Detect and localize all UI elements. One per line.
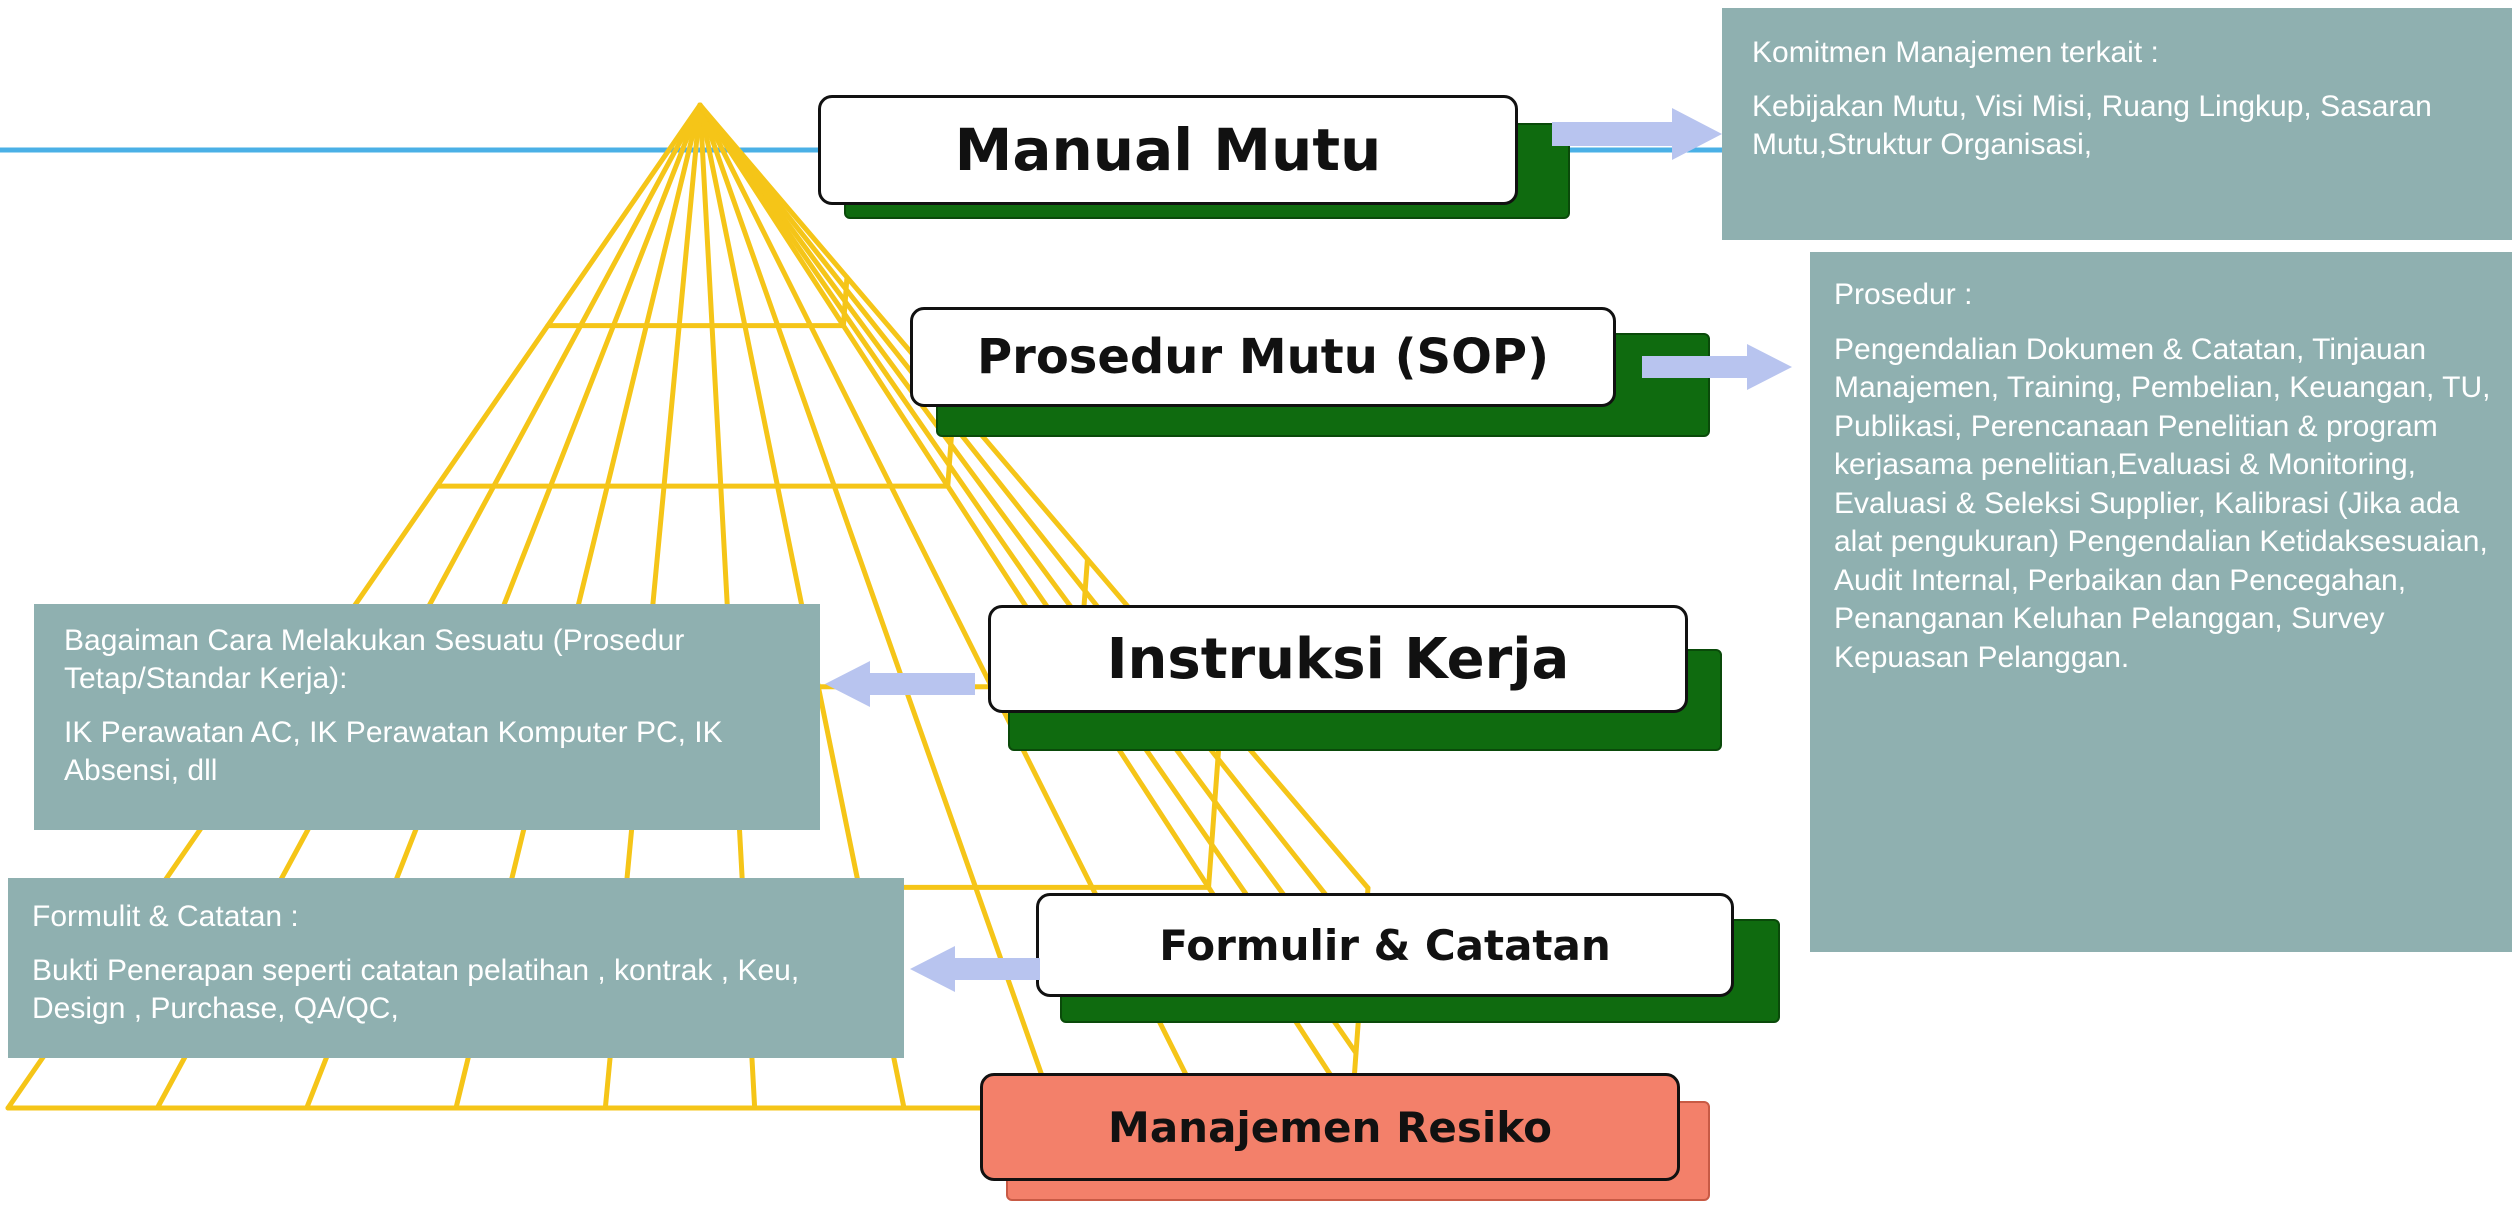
note-prosedur: Prosedur : Pengendalian Dokumen & Catata… (1810, 252, 2512, 952)
note-body: Kebijakan Mutu, Visi Misi, Ruang Lingkup… (1752, 90, 2432, 161)
arrow-right-icon (1552, 108, 1722, 160)
note-manual-mutu: Komitmen Manajemen terkait : Kebijakan M… (1722, 8, 2512, 240)
note-heading: Prosedur : (1834, 278, 1973, 311)
arrow-left-icon (910, 946, 1040, 992)
level-label-manajemen-resiko: Manajemen Resiko (980, 1073, 1680, 1181)
arrow-right-icon (1642, 344, 1792, 390)
note-heading: Formulit & Catatan : (32, 900, 299, 933)
note-instruksi-kerja: Bagaiman Cara Melakukan Sesuatu (Prosedu… (34, 604, 820, 830)
note-heading: Komitmen Manajemen terkait : (1752, 36, 2159, 69)
pyramid-band (840, 274, 850, 329)
pyramid-ray (697, 102, 1371, 891)
pyramid-ray (697, 102, 1056, 1111)
note-body: Pengendalian Dokumen & Catatan, Tinjauan… (1834, 332, 2491, 674)
level-label-manual-mutu: Manual Mutu (818, 95, 1518, 205)
pyramid-ray (697, 102, 1363, 1001)
note-body: IK Perawatan AC, IK Perawatan Komputer P… (64, 716, 723, 787)
level-label-prosedur-mutu: Prosedur Mutu (SOP) (910, 307, 1616, 407)
note-heading: Bagaiman Cara Melakukan Sesuatu (Prosedu… (64, 624, 685, 695)
arrow-left-icon (825, 661, 975, 707)
note-formulir: Formulit & Catatan : Bukti Penerapan sep… (8, 878, 904, 1058)
note-body: Bukti Penerapan seperti catatan pelatiha… (32, 954, 800, 1025)
level-label-instruksi-kerja: Instruksi Kerja (988, 605, 1688, 713)
pyramid-ray (697, 102, 1367, 946)
level-label-formulir-catatan: Formulir & Catatan (1036, 893, 1734, 997)
